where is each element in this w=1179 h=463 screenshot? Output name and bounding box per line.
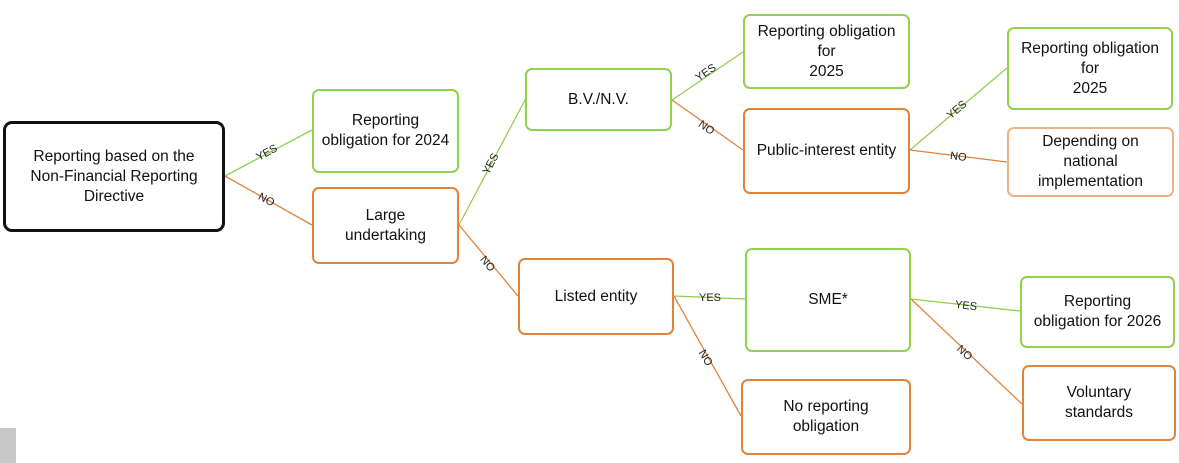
node-obligation-2025-a: Reporting obligation for 2025 [743,14,910,89]
label-pie-no: NO [949,150,968,164]
node-obligation-2026: Reporting obligation for 2026 [1020,276,1175,348]
node-voluntary-standards: Voluntary standards [1022,365,1176,441]
connector-root-yes [224,129,313,177]
connector-root-no [224,175,313,226]
connector-listed-no [673,295,742,417]
node-sme: SME* [745,248,911,352]
label-listed-yes: YES [699,292,722,304]
node-obligation-2024: Reporting obligation for 2024 [312,89,459,173]
connector-pie-yes [909,67,1008,151]
node-root: Reporting based on the Non-Financial Rep… [3,121,225,232]
node-obligation-2025-b: Reporting obligation for 2025 [1007,27,1173,110]
connector-large-no [458,224,519,297]
node-public-interest: Public-interest entity [743,108,910,194]
connector-large-yes [458,99,526,226]
connector-sme-yes [910,298,1021,312]
corner-block [0,428,16,463]
node-bv-nv: B.V./N.V. [525,68,672,131]
node-national-implementation: Depending on national implementation [1007,127,1174,197]
node-listed-entity: Listed entity [518,258,674,335]
node-large-undertaking: Large undertaking [312,187,459,264]
connector-bv-no [671,99,744,151]
connector-listed-yes [673,295,746,300]
label-sme-yes: YES [954,298,978,314]
connector-pie-no [909,149,1008,163]
node-no-reporting-obligation: No reporting obligation [741,379,911,455]
connector-sme-no [910,298,1023,405]
connector-bv-yes [671,51,744,101]
